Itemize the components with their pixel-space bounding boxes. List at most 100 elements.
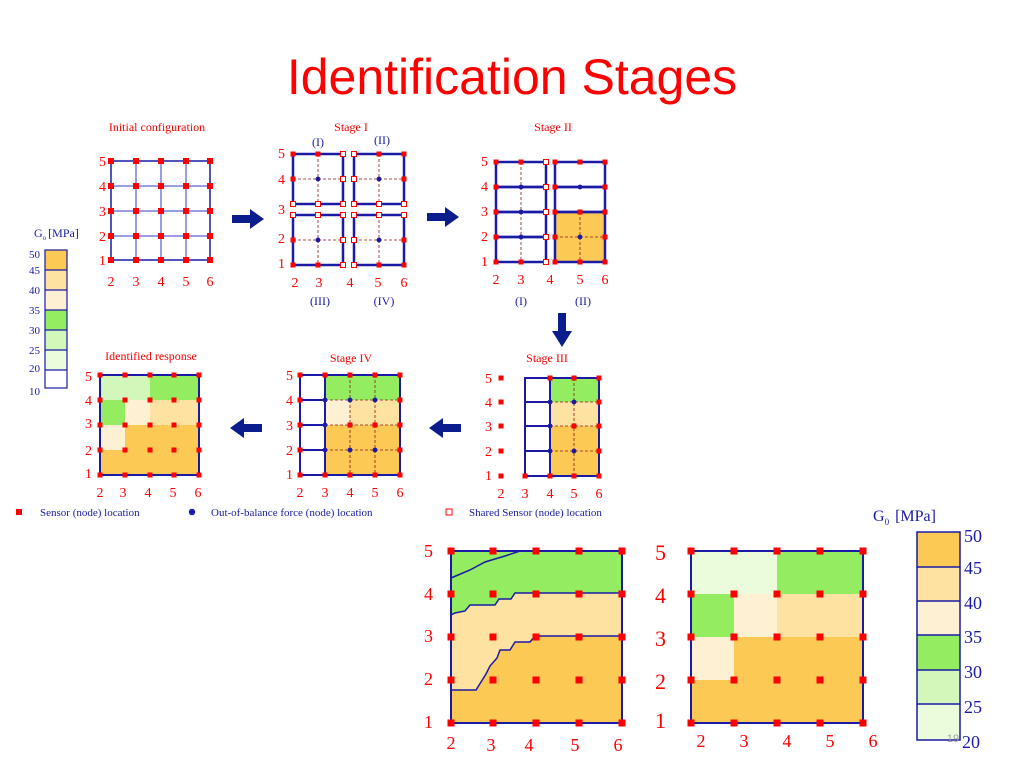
sensor-marker — [290, 176, 296, 182]
force-node-marker — [518, 234, 524, 240]
sensor-marker — [730, 676, 738, 684]
stage-iv-y-ticks: 5 4 3 2 1 — [286, 369, 293, 483]
sensor-marker — [347, 472, 353, 478]
sensor-marker — [297, 397, 303, 403]
scale-tick: 35 — [29, 305, 41, 317]
sensor-marker — [493, 209, 499, 215]
sensor-marker — [532, 633, 540, 641]
sensor-marker — [133, 183, 139, 189]
sensor-marker — [108, 183, 114, 189]
region-fill — [100, 425, 125, 450]
subgrid-label-i: (I) — [515, 294, 527, 308]
shared-sensor-marker — [340, 151, 346, 157]
stage-iv-nodes — [297, 372, 403, 478]
stage-i-panel: Stage I (I) (II) 5 4 3 2 1 2 3 4 5 6 — [278, 120, 408, 308]
sensor-marker — [401, 237, 407, 243]
force-node-marker — [571, 399, 577, 405]
large-patch-nodes — [687, 547, 867, 727]
sensor-marker — [489, 547, 497, 555]
x-tick: 5 — [577, 273, 584, 288]
arrow-down-icon — [552, 313, 572, 347]
scale-swatch — [45, 270, 67, 290]
sensor-marker — [401, 176, 407, 182]
x-tick: 2 — [697, 731, 706, 751]
sensor-marker — [133, 208, 139, 214]
y-tick: 2 — [286, 444, 293, 459]
sensor-marker — [290, 262, 296, 268]
force-node-marker — [347, 447, 353, 453]
sensor-marker — [577, 209, 583, 215]
scale-swatch — [45, 330, 67, 350]
sensor-marker — [498, 473, 504, 479]
sensor-marker — [122, 447, 128, 453]
sensor-marker — [315, 262, 321, 268]
force-node-marker — [547, 448, 553, 454]
sensor-marker — [687, 676, 695, 684]
scale-tick: 40 — [964, 593, 982, 613]
sensor-marker — [498, 375, 504, 381]
sensor-marker — [158, 183, 164, 189]
sensor-marker — [498, 448, 504, 454]
sensor-marker — [122, 472, 128, 478]
sensor-marker — [322, 472, 328, 478]
force-node-marker — [577, 234, 583, 240]
stage-iv-x-ticks: 2 3 4 5 6 — [297, 486, 404, 501]
sensor-marker — [133, 257, 139, 263]
sensor-marker — [730, 719, 738, 727]
x-tick: 4 — [783, 731, 792, 751]
x-tick: 4 — [347, 486, 354, 501]
y-tick: 4 — [655, 583, 666, 608]
y-tick: 5 — [99, 155, 106, 170]
sensor-marker — [532, 676, 540, 684]
sensor-marker — [493, 184, 499, 190]
sensor-marker — [859, 590, 867, 598]
sensor-marker — [575, 676, 583, 684]
scale-swatch — [45, 250, 67, 270]
sensor-marker — [571, 375, 577, 381]
x-tick: 5 — [826, 731, 835, 751]
sensor-marker — [401, 151, 407, 157]
region-fill — [150, 400, 199, 425]
sensor-marker — [147, 422, 153, 428]
scale-tick: 40 — [29, 285, 41, 297]
arrow-left-icon — [230, 418, 262, 438]
sensor-marker — [158, 257, 164, 263]
sensor-marker — [108, 158, 114, 164]
sensor-marker — [773, 676, 781, 684]
sensor-marker — [372, 422, 378, 428]
sensor-marker — [372, 472, 378, 478]
subgrid-label-iv: (IV) — [374, 294, 395, 308]
sensor-marker — [518, 159, 524, 165]
sensor-marker — [122, 397, 128, 403]
sensor-marker — [602, 234, 608, 240]
stage-iv-panel: Stage IV 5 4 3 2 1 2 3 4 5 6 — [286, 351, 404, 501]
y-tick: 5 — [286, 369, 293, 384]
x-tick: 2 — [498, 487, 505, 502]
sensor-marker — [498, 423, 504, 429]
sensor-marker — [196, 422, 202, 428]
stage-i-nodes — [290, 151, 407, 268]
shared-sensor-marker — [376, 212, 382, 218]
sensor-marker — [859, 719, 867, 727]
y-tick: 4 — [85, 394, 92, 409]
sensor-marker — [489, 633, 497, 641]
shared-sensor-marker — [340, 201, 346, 207]
sensor-marker — [97, 372, 103, 378]
sensor-marker — [522, 473, 528, 479]
sensor-marker — [773, 719, 781, 727]
stage-ii-y-ticks: 5 4 3 2 1 — [481, 155, 488, 270]
stage-iii-nodes — [498, 375, 602, 479]
scale-swatch — [45, 370, 67, 388]
sensor-marker — [618, 633, 626, 641]
y-tick: 4 — [481, 180, 488, 195]
shared-sensor-marker — [376, 201, 382, 207]
sensor-marker — [207, 233, 213, 239]
shared-sensor-marker — [543, 159, 549, 165]
sensor-marker — [552, 209, 558, 215]
legend-sensor: Sensor (node) location — [40, 507, 140, 519]
sensor-marker — [687, 547, 695, 555]
sensor-marker — [773, 590, 781, 598]
y-tick: 1 — [655, 708, 666, 733]
shared-sensor-marker — [351, 176, 357, 182]
